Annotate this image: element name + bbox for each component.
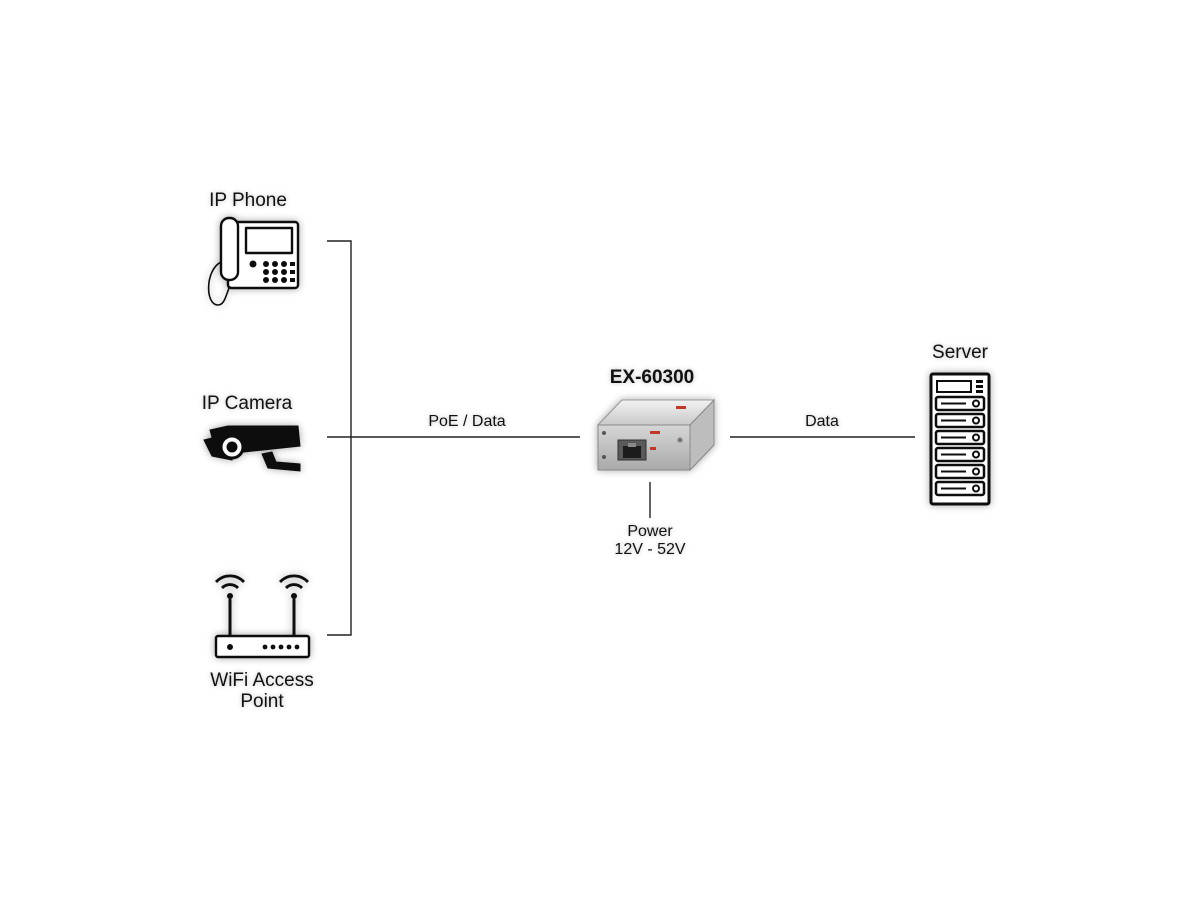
server-icon <box>929 372 991 506</box>
wifi-access-point-label-line2: Point <box>240 690 284 712</box>
bus-line <box>327 240 352 636</box>
connection-lines <box>327 240 915 636</box>
ip-phone-icon <box>207 216 300 306</box>
wifi-access-point-label-line1: WiFi Access <box>210 670 314 691</box>
wifi-access-point-icon <box>214 574 311 659</box>
extender-model-label: EX-60300 <box>609 367 695 388</box>
ip-camera-icon <box>203 425 301 472</box>
ip-camera-label: IP Camera <box>201 393 293 414</box>
poe-data-label: PoE / Data <box>428 413 506 430</box>
power-label-line1: Power <box>627 523 673 540</box>
power-label: Power 12V - 52V <box>614 523 685 558</box>
wifi-access-point-label: WiFi Access Point <box>210 670 314 713</box>
extender-device-icon <box>596 398 716 472</box>
data-label: Data <box>805 413 839 430</box>
ip-phone-label: IP Phone <box>209 190 287 211</box>
power-label-line2: 12V - 52V <box>614 540 686 558</box>
server-label: Server <box>932 342 988 363</box>
